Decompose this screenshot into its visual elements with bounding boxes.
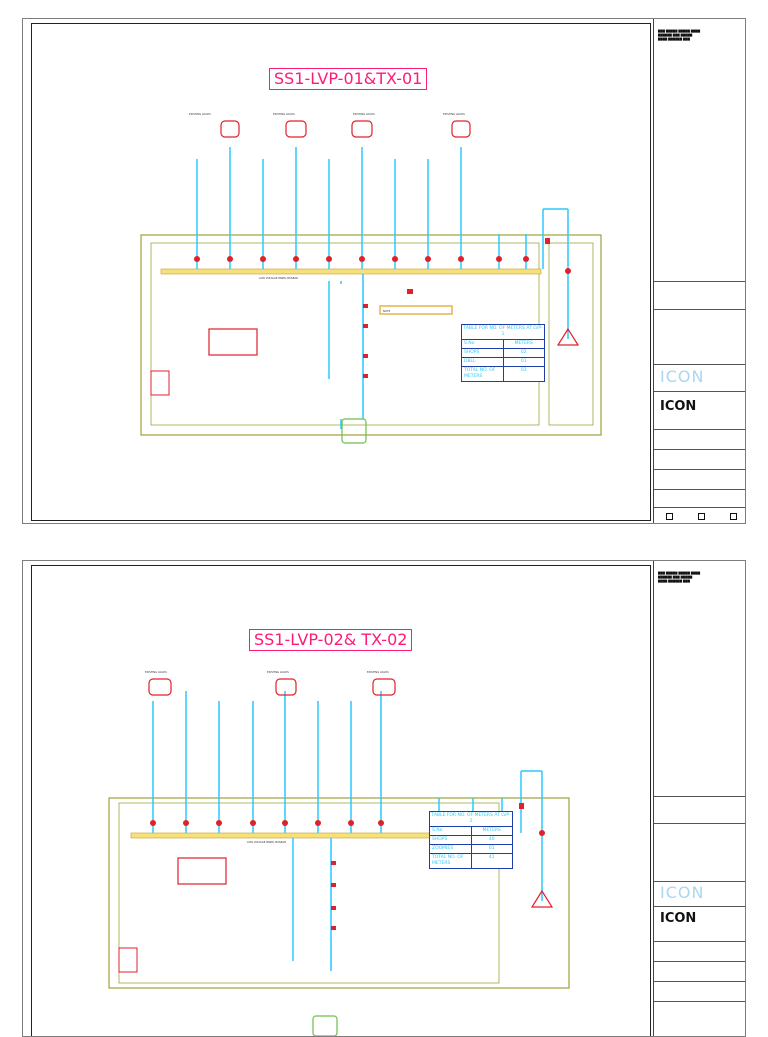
checkbox-icon xyxy=(698,513,705,520)
table-cell: 01 xyxy=(488,846,495,851)
meters-table-heading: TABLE FOR NO. OF METERS AT LVP-1 xyxy=(462,325,544,340)
table-cell: DBLL xyxy=(462,358,504,366)
title-block-notes: ▇▇▇ ▇▇▇▇▇ ▇▇▇▇▇ ▇▇▇▇▇▇▇▇▇▇ ▇▇▇ ▇▇▇▇▇▇▇▇▇… xyxy=(658,29,701,41)
table-row: DBLL 01 xyxy=(462,358,544,367)
table-cell: 02 xyxy=(520,350,527,355)
title-block-divider xyxy=(654,489,745,490)
title-block-divider xyxy=(654,941,745,942)
table-cell: 40 xyxy=(488,837,495,842)
title-block: ▇▇▇ ▇▇▇▇▇ ▇▇▇▇▇ ▇▇▇▇▇▇▇▇▇▇ ▇▇▇ ▇▇▇▇▇▇▇▇▇… xyxy=(653,561,745,1036)
title-block: ▇▇▇ ▇▇▇▇▇ ▇▇▇▇▇ ▇▇▇▇▇▇▇▇▇▇ ▇▇▇ ▇▇▇▇▇▇▇▇▇… xyxy=(653,19,745,523)
table-cell: SHOPS xyxy=(430,836,472,844)
svg-text:NOTE: NOTE xyxy=(383,309,391,313)
sheet-title: SS1-LVP-01&TX-01 xyxy=(269,68,428,90)
svg-text:EXISTING LOADS: EXISTING LOADS xyxy=(367,670,389,674)
table-row: S.No METERS xyxy=(462,340,544,349)
title-block-divider xyxy=(654,981,745,982)
title-block-divider xyxy=(654,429,745,430)
svg-text:EXISTING LOADS: EXISTING LOADS xyxy=(145,670,167,674)
table-row: SHOPS 02 xyxy=(462,349,544,358)
table-cell: METERS xyxy=(514,341,533,346)
table-cell: METERS xyxy=(482,828,501,833)
meters-table: TABLE FOR NO. OF METERS AT LVP-2 S.No MET… xyxy=(429,811,513,869)
table-cell: TOTAL NO. OF METERS xyxy=(462,367,504,381)
drawing-sheet-1: EXISTING LOADS EXISTING LOADS EXISTING L… xyxy=(22,18,746,524)
title-block-divider xyxy=(654,507,745,508)
table-cell: SHOPS xyxy=(462,349,504,357)
title-block-divider xyxy=(654,961,745,962)
svg-text:EXISTING LOADS: EXISTING LOADS xyxy=(189,112,211,116)
table-row: ZOOMIES 01 xyxy=(430,845,512,854)
checkbox-icon xyxy=(666,513,673,520)
title-block-divider xyxy=(654,796,745,797)
table-row: TOTAL NO. OF METERS 03 xyxy=(462,367,544,381)
company-logo-ghost: ICON xyxy=(660,367,705,386)
table-cell: ZOOMIES xyxy=(430,845,472,853)
drawing-frame xyxy=(31,23,651,521)
title-block-divider xyxy=(654,906,745,907)
drawing-frame xyxy=(31,565,651,1036)
title-block-divider xyxy=(654,1001,745,1002)
checkbox-icon xyxy=(730,513,737,520)
svg-text:EXISTING LOADS: EXISTING LOADS xyxy=(273,112,295,116)
svg-text:EXISTING LOADS: EXISTING LOADS xyxy=(353,112,375,116)
company-logo: ICON xyxy=(660,399,697,414)
svg-text:LOW VOLTAGE PANEL BUSBAR: LOW VOLTAGE PANEL BUSBAR xyxy=(247,840,286,844)
meters-table: TABLE FOR NO. OF METERS AT LVP-1 S.No MET… xyxy=(461,324,545,382)
title-block-divider xyxy=(654,449,745,450)
table-cell: S.No xyxy=(430,827,472,835)
drawing-sheet-2: EXISTING LOADS EXISTING LOADS EXISTING L… xyxy=(22,560,746,1037)
title-block-divider xyxy=(654,281,745,282)
table-row: SHOPS 40 xyxy=(430,836,512,845)
company-logo: ICON xyxy=(660,911,697,926)
title-block-divider xyxy=(654,391,745,392)
title-block-divider xyxy=(654,881,745,882)
title-block-notes: ▇▇▇ ▇▇▇▇▇ ▇▇▇▇▇ ▇▇▇▇▇▇▇▇▇▇ ▇▇▇ ▇▇▇▇▇▇▇▇▇… xyxy=(658,571,701,583)
svg-text:LOW VOLTAGE PANEL BUSBAR: LOW VOLTAGE PANEL BUSBAR xyxy=(259,276,298,280)
svg-text:EXISTING LOADS: EXISTING LOADS xyxy=(267,670,289,674)
table-cell: S.No xyxy=(462,340,504,348)
table-row: TOTAL NO. OF METERS 41 xyxy=(430,854,512,868)
title-block-divider xyxy=(654,309,745,310)
single-line-diagram-2: EXISTING LOADS EXISTING LOADS EXISTING L… xyxy=(108,670,570,1036)
title-block-divider xyxy=(654,823,745,824)
title-block-divider xyxy=(654,364,745,365)
company-logo-ghost: ICON xyxy=(660,883,705,902)
meters-table-heading: TABLE FOR NO. OF METERS AT LVP-2 xyxy=(430,812,512,827)
table-row: S.No METERS xyxy=(430,827,512,836)
single-line-diagram-1: EXISTING LOADS EXISTING LOADS EXISTING L… xyxy=(140,112,602,444)
table-cell: 41 xyxy=(488,855,495,860)
title-block-divider xyxy=(654,469,745,470)
svg-text:EXISTING LOADS: EXISTING LOADS xyxy=(443,112,465,116)
table-cell: TOTAL NO. OF METERS xyxy=(430,854,472,868)
table-cell: 01 xyxy=(520,359,527,364)
sheet-title: SS1-LVP-02& TX-02 xyxy=(249,629,413,651)
table-cell: 03 xyxy=(520,368,527,373)
